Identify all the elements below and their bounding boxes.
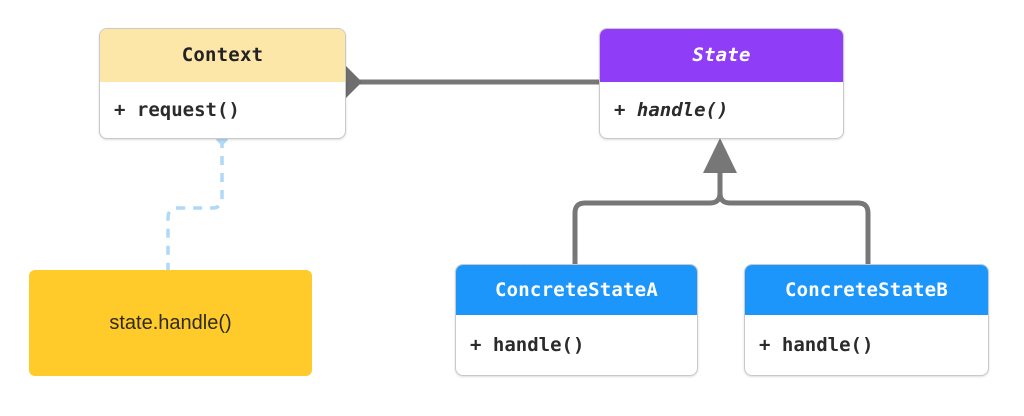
class-operation-concrete-state-a: + handle() (470, 334, 585, 356)
class-operation-context: + request() (114, 99, 240, 121)
class-box-concrete-state-a[interactable]: ConcreteStateA + handle() (455, 264, 698, 376)
class-name-state: State (600, 29, 843, 82)
generalization-edge-concrete-a (572, 168, 723, 264)
class-box-context[interactable]: Context + request() (99, 28, 346, 139)
class-operation-state: + handle() (614, 99, 729, 121)
inheritance-arrowhead-icon (703, 138, 737, 173)
class-name-concrete-state-a: ConcreteStateA (456, 265, 697, 315)
note-text: state.handle() (109, 311, 232, 334)
class-name-context: Context (100, 29, 345, 82)
generalization-edge-concrete-b (717, 168, 871, 264)
class-operation-concrete-state-b: + handle() (759, 334, 874, 356)
class-box-state[interactable]: State + handle() (599, 28, 844, 139)
note-box-state-handle[interactable]: state.handle() (29, 270, 312, 376)
class-box-concrete-state-b[interactable]: ConcreteStateB + handle() (744, 264, 989, 376)
note-link-edge (166, 139, 224, 270)
class-name-concrete-state-b: ConcreteStateB (745, 265, 988, 315)
